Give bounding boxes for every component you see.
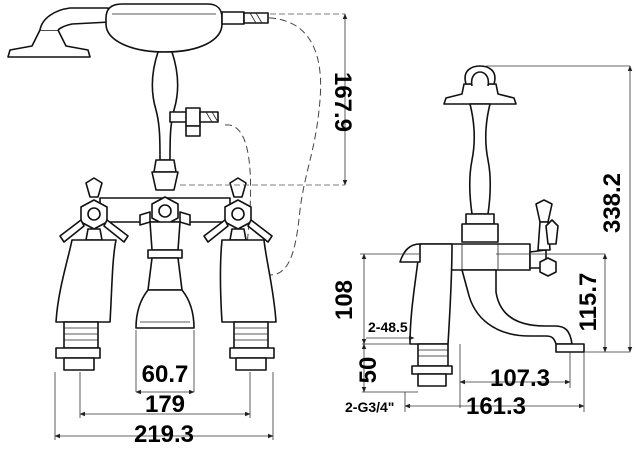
side-view: 338.2 108 115.7 2-48.5 50 107.3 2-G3/4" …	[331, 65, 633, 420]
side-shank	[411, 343, 453, 387]
dim-handset-height: 167.9	[329, 72, 356, 132]
shower-hose	[257, 17, 322, 276]
dim-total-depth: 161.3	[466, 393, 526, 420]
front-view: 167.9 60.7 179 219.3	[7, 3, 356, 448]
shower-handset	[105, 3, 269, 53]
diverter-handle	[139, 159, 191, 226]
side-riser-collar	[465, 213, 495, 225]
left-shank	[55, 321, 101, 371]
central-spout	[135, 221, 195, 329]
dim-handle-height: 108	[331, 280, 358, 320]
dim-spout-height: 115.7	[575, 273, 602, 332]
side-handset	[443, 65, 517, 105]
right-shank	[229, 321, 275, 371]
side-coupler	[461, 223, 499, 243]
side-riser	[468, 103, 492, 215]
front-dimension-lines	[54, 13, 348, 440]
side-handle	[529, 199, 559, 277]
riser-column	[151, 51, 219, 161]
shower-hose-secondary	[224, 124, 252, 271]
left-cross-handle	[59, 177, 129, 243]
dim-tap-base-dia: 2-48.5	[368, 319, 408, 335]
dim-spout-projection: 107.3	[490, 365, 550, 392]
dim-overall-height: 338.2	[599, 173, 626, 233]
dim-shank-thread: 2-G3/4"	[345, 399, 394, 415]
dim-overall-width: 219.3	[134, 421, 194, 448]
side-dimension-lines	[360, 65, 633, 412]
side-spout-outlet	[555, 343, 585, 353]
dim-tap-centers: 179	[145, 391, 185, 418]
dim-shank-length: 50	[355, 357, 382, 384]
side-spout	[461, 269, 573, 345]
right-tap-body	[219, 239, 277, 323]
left-tap-body	[55, 239, 117, 323]
dim-spout-reach: 60.7	[142, 361, 189, 388]
handset-cradle	[7, 7, 111, 58]
right-cross-handle	[203, 177, 273, 243]
